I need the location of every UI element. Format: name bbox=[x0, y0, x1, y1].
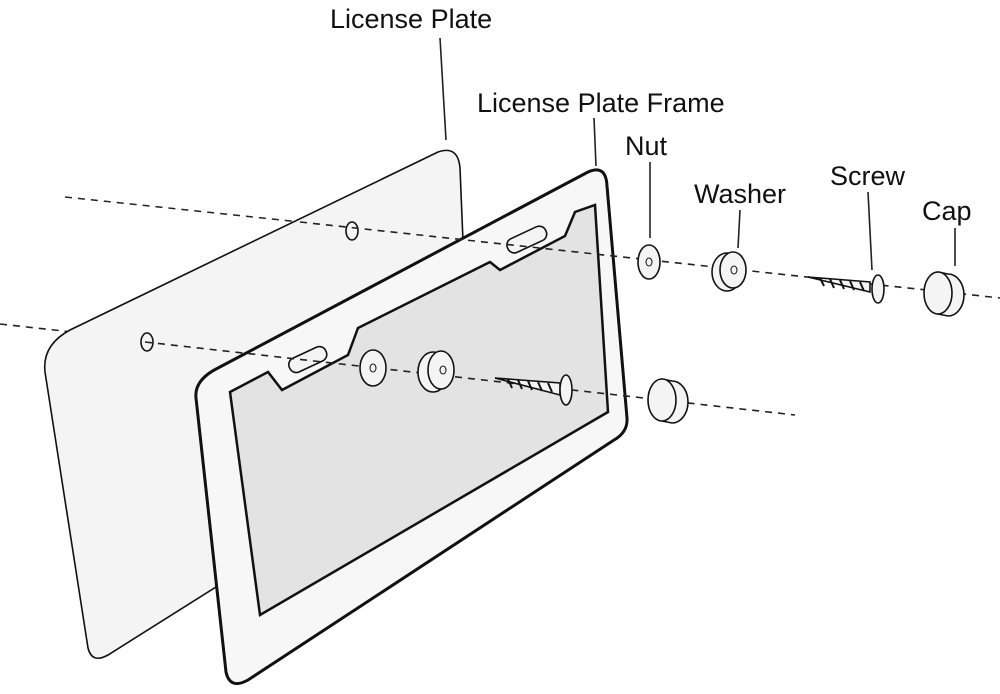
leader-license-plate bbox=[439, 37, 447, 141]
washer-upper bbox=[711, 251, 747, 292]
leader-frame bbox=[593, 117, 597, 167]
label-cap: Cap bbox=[922, 196, 972, 226]
screw-lower bbox=[494, 374, 573, 406]
lower-axis-line-back bbox=[0, 323, 91, 335]
label-license-plate: License Plate bbox=[330, 4, 492, 34]
plate-hole-upper bbox=[345, 221, 359, 241]
nut-lower bbox=[359, 349, 387, 387]
washer-lower bbox=[417, 350, 455, 393]
cap-upper bbox=[923, 271, 965, 317]
frame-window bbox=[228, 203, 610, 618]
leader-screw bbox=[867, 191, 873, 271]
nut-upper bbox=[637, 244, 661, 280]
cap-lower bbox=[647, 378, 689, 424]
lower-axis-line bbox=[144, 341, 796, 416]
label-license-plate-frame: License Plate Frame bbox=[477, 88, 725, 118]
frame-slot-upper bbox=[506, 225, 548, 254]
frame-slot-lower bbox=[287, 345, 328, 374]
leader-washer bbox=[737, 209, 741, 249]
label-washer: Washer bbox=[694, 179, 786, 209]
label-nut: Nut bbox=[625, 131, 668, 161]
upper-axis-line-back bbox=[64, 196, 301, 223]
label-screw: Screw bbox=[830, 161, 906, 191]
screw-upper bbox=[807, 274, 885, 304]
